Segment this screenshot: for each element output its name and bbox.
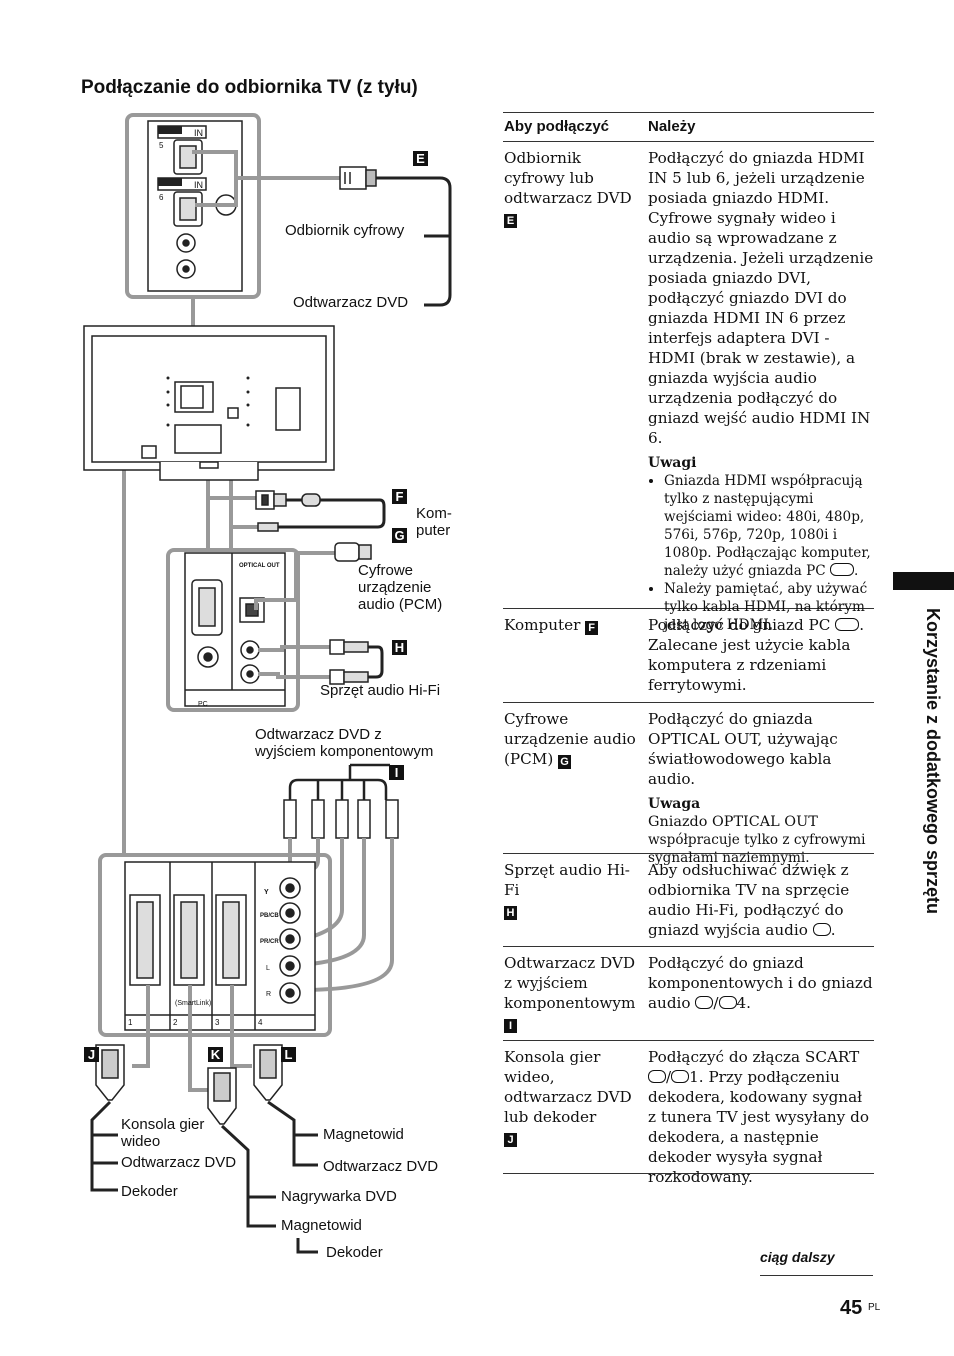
l-label: L (266, 965, 270, 972)
hdmi-5-label: 5 (159, 141, 164, 150)
table-row: Odtwarzacz DVD z wyjściem komponentowym … (503, 947, 874, 1041)
tag-i-inline: I (504, 1019, 517, 1033)
smartlink-label: (SmartLink) (175, 1000, 212, 1007)
connection-table: Aby podłączyć Należy Odbiornik cyfrowy l… (503, 112, 874, 1186)
scart-4-label: 4 (258, 1018, 263, 1027)
tag-g-inline: G (558, 755, 572, 769)
note-item: Należy pamiętać, aby używać tylko kabla … (664, 580, 874, 634)
label-dvd-recorder-k: Nagrywarka DVD (281, 1188, 397, 1205)
pc-input-icon (835, 618, 860, 631)
scart-2-label: 2 (173, 1018, 178, 1027)
table-row: Komputer F Podłączyć do gniazd PC . Zale… (503, 609, 874, 703)
tag-e: E (413, 151, 428, 166)
tag-f-inline: F (585, 621, 599, 635)
tag-f: F (392, 489, 407, 504)
label-decoder-k: Dekoder (326, 1244, 383, 1261)
scart-io-icon (648, 1070, 666, 1083)
label-hifi: Sprzęt audio Hi-Fi (320, 682, 441, 699)
header-col2: Należy (648, 118, 696, 135)
tag-e-inline: E (504, 214, 517, 228)
side-tab-title: Korzystanie z dodatkowego sprzętu (923, 608, 943, 915)
hdmi-6-label: 6 (159, 193, 164, 202)
note-item: Gniazda HDMI współpracują tylko z następ… (664, 472, 874, 580)
y-label: Y (264, 889, 269, 896)
label-vcr-l: Magnetowid (323, 1126, 404, 1143)
header-col1: Aby podłączyć (504, 118, 610, 135)
tag-h: H (392, 640, 407, 655)
scart-in-icon (671, 1070, 690, 1083)
row-device: Odbiornik cyfrowy lub odtwarzacz DVD E (504, 149, 632, 228)
scart-3-label: 3 (215, 1018, 220, 1027)
table-row: Odbiornik cyfrowy lub odtwarzacz DVD E P… (503, 142, 874, 633)
page-language: PL (868, 1302, 881, 1313)
side-tab-marker (893, 572, 954, 590)
page-title: Podłączanie do odbiornika TV (z tyłu) (81, 77, 418, 98)
table-header: Aby podłączyć Należy (503, 112, 874, 142)
row-device: Sprzęt audio Hi-Fi H (504, 861, 630, 920)
row-action: Podłączyć do gniazda HDMI IN 5 lub 6, je… (648, 148, 874, 634)
label-computer-2: puter (416, 522, 451, 539)
label-decoder-j: Dekoder (121, 1183, 178, 1200)
audio-in-icon (695, 996, 714, 1009)
label-dvd-player-top: Odtwarzacz DVD (293, 294, 409, 311)
pc-port-label: PC (198, 701, 208, 708)
tag-l: L (281, 1047, 296, 1062)
row-action: Podłączyć do złącza SCART /1. Przy podłą… (648, 1048, 869, 1186)
label-digital-receiver: Odbiornik cyfrowy (285, 222, 405, 239)
continued-rule (760, 1275, 873, 1276)
row-device: Cyfrowe urządzenie audio (PCM) G (504, 710, 636, 769)
row-device: Komputer F (504, 615, 639, 635)
notes-title: Uwagi (648, 455, 697, 471)
optical-out-label: OPTICAL OUT (239, 563, 280, 569)
audio-out-icon (812, 923, 831, 936)
label-digital-audio-1: Cyfrowe (358, 562, 414, 579)
component-in-icon (718, 996, 737, 1009)
row-action: Aby odsłuchiwać dźwięk z odbiornika TV n… (648, 861, 850, 939)
pr-label: PR/CR (260, 939, 279, 945)
hdmi-in-label-6: IN (194, 180, 203, 190)
table-row: Sprzęt audio Hi-Fi H Aby odsłuchiwać dźw… (503, 854, 874, 947)
label-dvd-player-l: Odtwarzacz DVD (323, 1158, 439, 1175)
label-digital-audio-3: audio (PCM) (358, 596, 443, 613)
page-number: 45 (840, 1297, 863, 1319)
label-game-console-1: Konsola gier (121, 1116, 205, 1133)
hdmi-in-label: IN (194, 128, 203, 138)
r-label: R (266, 991, 272, 998)
label-vcr-k: Magnetowid (281, 1217, 362, 1234)
row-action: Podłączyć do gniazd PC . Zalecane jest u… (648, 616, 865, 694)
row-action: Podłączyć do gniazd komponentowych i do … (648, 954, 873, 1012)
scart-1-label: 1 (128, 1018, 133, 1027)
table-row: Konsola gier wideo, odtwarzacz DVD lub d… (503, 1041, 874, 1186)
table-row: Cyfrowe urządzenie audio (PCM) G Podłącz… (503, 703, 874, 866)
label-dvd-component-2: wyjściem komponentowym (255, 743, 434, 760)
row-device: Konsola gier wideo, odtwarzacz DVD lub d… (504, 1048, 632, 1147)
tag-j: J (84, 1047, 99, 1062)
tag-k: K (208, 1047, 223, 1062)
tag-h-inline: H (504, 906, 517, 920)
continued-label: ciąg dalszy (760, 1249, 835, 1265)
label-digital-audio-2: urządzenie (358, 579, 432, 596)
label-game-console-2: wideo (121, 1133, 161, 1150)
row-action: Podłączyć do gniazda OPTICAL OUT, używaj… (648, 709, 874, 867)
label-computer-1: Kom- (416, 505, 452, 522)
row-device: Odtwarzacz DVD z wyjściem komponentowym … (504, 954, 636, 1033)
note-title: Uwaga (648, 796, 701, 812)
tag-g: G (392, 528, 407, 543)
pc-input-icon (830, 563, 855, 576)
label-dvd-player-j: Odtwarzacz DVD (121, 1154, 237, 1171)
label-dvd-component-1: Odtwarzacz DVD z (255, 726, 382, 743)
pb-label: PB/CB (260, 913, 279, 919)
tag-j-inline: J (504, 1133, 517, 1147)
tag-i: I (389, 765, 404, 780)
